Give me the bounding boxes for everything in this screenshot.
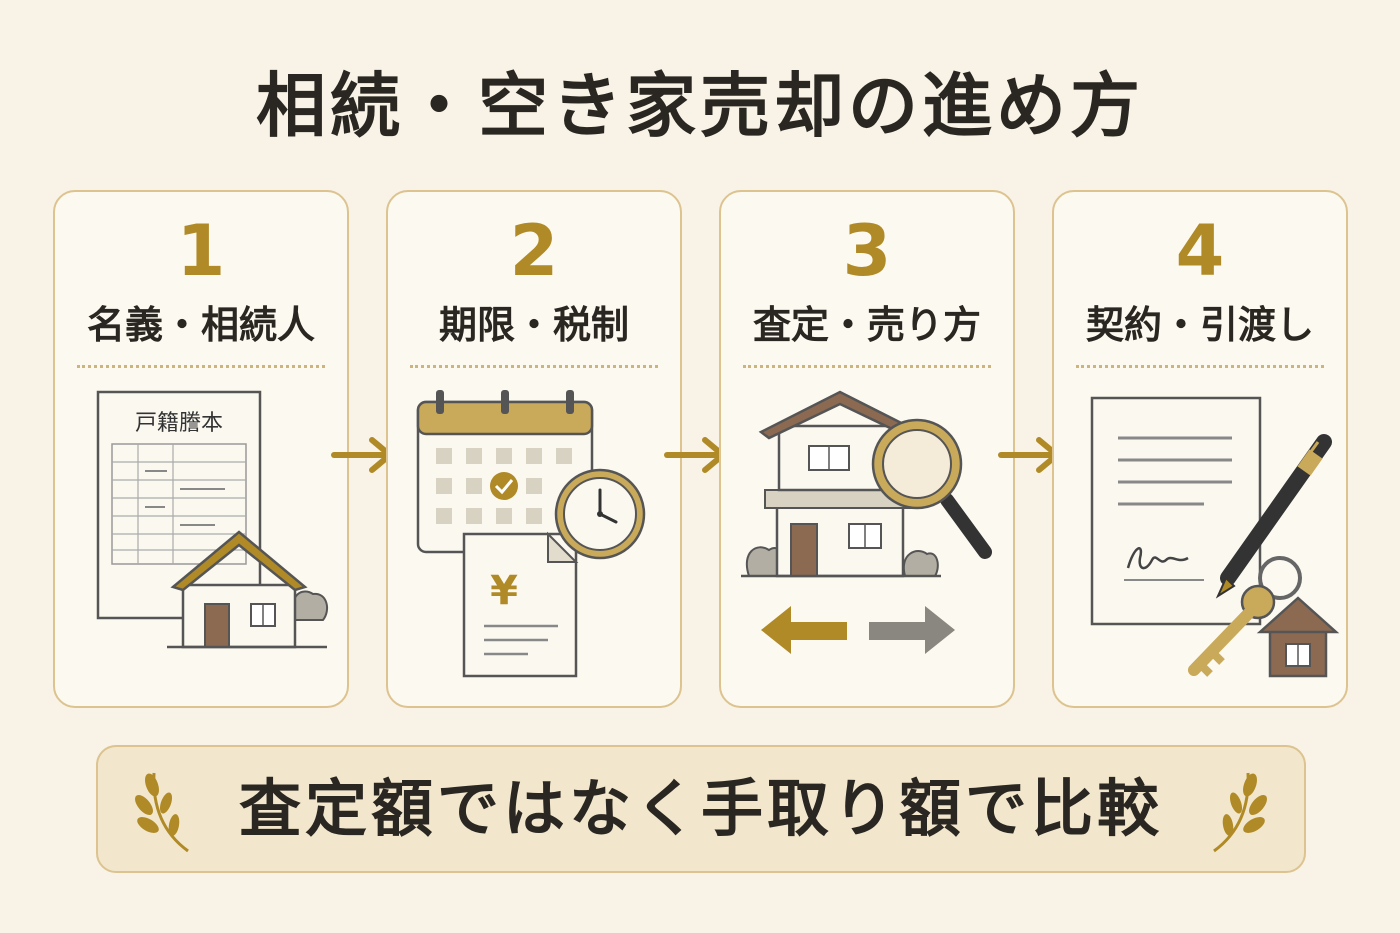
dotted-divider [77,365,325,368]
calendar-clock-tax-icon: ¥ [416,390,646,678]
step-label: 期限・税制 [438,303,629,347]
step-label: 名義・相続人 [86,303,315,347]
family-register-house-icon: 戸籍謄本 [96,390,329,649]
yen-symbol: ¥ [490,568,518,614]
contract-pen-key-icon [1090,396,1340,678]
dotted-divider [1076,365,1324,368]
step-number: 4 [1175,210,1225,292]
step-number: 1 [176,210,226,292]
conclusion-text: 査定額ではなく手取り額で比較 [238,772,1163,845]
step-number: 3 [842,210,892,292]
dotted-divider [410,365,658,368]
step-card-2: 2 期限・税制 ¥ [386,190,682,708]
step-label: 契約・引渡し [1085,303,1314,347]
step-number: 2 [509,210,559,292]
dotted-divider [743,365,991,368]
step-card-1: 1 名義・相続人 戸籍謄本 [53,190,349,708]
laurel-right-icon [1213,772,1267,853]
step-card-4: 4 契約・引渡し [1052,190,1348,708]
page-title: 相続・空き家売却の進め方 [256,65,1144,147]
laurel-left-icon [135,772,189,853]
step-label: 査定・売り方 [752,303,981,347]
conclusion-banner: 査定額ではなく手取り額で比較 [96,745,1306,873]
step-card-3: 3 査定・売り方 [719,190,1015,708]
doc-title: 戸籍謄本 [135,411,223,436]
house-magnifier-icon [741,390,992,654]
